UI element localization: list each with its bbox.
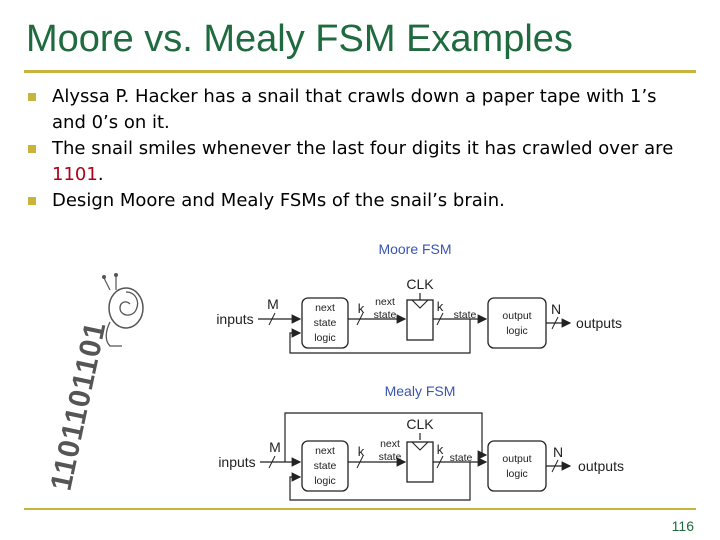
mealy-nsl-line3: logic	[314, 475, 336, 487]
bullet-square-icon	[28, 93, 36, 101]
mealy-title: Mealy FSM	[385, 383, 456, 399]
title-divider	[24, 70, 696, 73]
bullet-text: Design Moore and Mealy FSMs of the snail…	[52, 190, 505, 211]
mealy-state-label: state	[450, 452, 473, 464]
mealy-next-state-logic-block	[301, 440, 349, 492]
mealy-k1-label: k	[358, 444, 365, 459]
moore-outputs-label: outputs	[576, 315, 622, 331]
moore-inputs-label: inputs	[216, 311, 253, 327]
mealy-n-label: N	[553, 444, 563, 460]
mealy-nsl-line2: state	[314, 460, 337, 472]
bullet-square-icon	[28, 145, 36, 153]
mealy-ns-line2: state	[379, 451, 402, 463]
mealy-nsl-line1: next	[315, 445, 335, 457]
moore-next-state-logic-block	[301, 297, 349, 349]
bullet-text-end: .	[97, 164, 104, 185]
mealy-ol-line1: output	[502, 453, 531, 465]
bullet-square-icon	[28, 197, 36, 205]
footer-divider	[24, 508, 696, 510]
mealy-clk-label: CLK	[406, 416, 434, 432]
bullet-text: The snail smiles whenever the last four …	[52, 138, 674, 159]
moore-fsm-diagram: Moore FSM CLK inputs M next state logic …	[216, 241, 622, 354]
bullet-item: Alyssa P. Hacker has a snail that crawls…	[26, 84, 696, 136]
moore-ol-line1: output	[502, 310, 531, 322]
mealy-state-register	[406, 441, 434, 483]
moore-clk-label: CLK	[406, 276, 434, 292]
moore-nsl-line1: next	[315, 302, 335, 314]
mealy-fsm-diagram: Mealy FSM CLK inputs M next state logic …	[218, 383, 624, 501]
moore-k2-label: k	[437, 299, 444, 314]
moore-nsl-line2: state	[314, 317, 337, 329]
pattern-highlight: 1101	[52, 164, 98, 185]
moore-state-register	[406, 299, 434, 341]
mealy-ns-line1: next	[380, 438, 400, 450]
bullet-text: Alyssa P. Hacker has a snail that crawls…	[52, 86, 657, 133]
mealy-output-logic-block	[487, 440, 547, 492]
mealy-outputs-label: outputs	[578, 458, 624, 474]
mealy-inputs-label: inputs	[218, 454, 255, 470]
mealy-m-label: M	[269, 439, 281, 455]
moore-ns-line1: next	[375, 296, 395, 308]
moore-k1-label: k	[358, 301, 365, 316]
slide-title: Moore vs. Mealy FSM Examples	[26, 18, 573, 60]
bullet-list: Alyssa P. Hacker has a snail that crawls…	[26, 84, 696, 214]
moore-m-label: M	[267, 296, 279, 312]
tape-digits: 1101101101	[45, 318, 113, 493]
moore-n-label: N	[551, 301, 561, 317]
moore-ol-line2: logic	[506, 325, 528, 337]
bullet-item: The snail smiles whenever the last four …	[26, 136, 696, 188]
bullet-item: Design Moore and Mealy FSMs of the snail…	[26, 188, 696, 214]
moore-ns-line2: state	[374, 309, 397, 321]
page-number: 116	[671, 518, 694, 534]
moore-state-label: state	[454, 309, 477, 321]
mealy-ol-line2: logic	[506, 468, 528, 480]
snail-icon	[102, 273, 144, 347]
moore-output-logic-block	[487, 297, 547, 349]
mealy-k2-label: k	[437, 442, 444, 457]
moore-nsl-line3: logic	[314, 332, 336, 344]
moore-title: Moore FSM	[378, 241, 451, 257]
